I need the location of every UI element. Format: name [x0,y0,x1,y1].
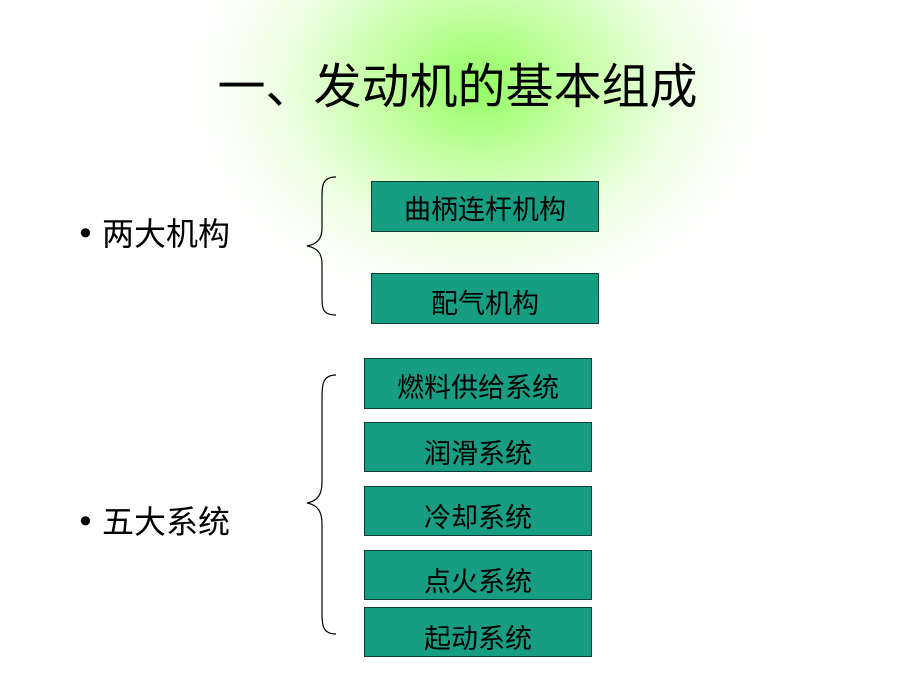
bullet-dot: • [76,503,95,541]
box-valve-mechanism: 配气机构 [371,273,599,324]
group-label: 两大机构 [102,215,231,253]
group-label: 五大系统 [102,503,231,541]
page-title: 一、发动机的基本组成 [217,59,698,115]
bullet-five-systems: •五大系统 [76,502,230,542]
box-fuel-system: 燃料供给系统 [364,358,592,409]
box-crank-mechanism: 曲柄连杆机构 [371,181,599,232]
box-starting-system: 起动系统 [364,607,592,657]
bullet-dot: • [76,215,95,253]
box-cooling-system: 冷却系统 [364,486,592,536]
bullet-two-mechanisms: •两大机构 [76,214,230,254]
box-lubrication-system: 润滑系统 [364,422,592,472]
box-ignition-system: 点火系统 [364,550,592,600]
